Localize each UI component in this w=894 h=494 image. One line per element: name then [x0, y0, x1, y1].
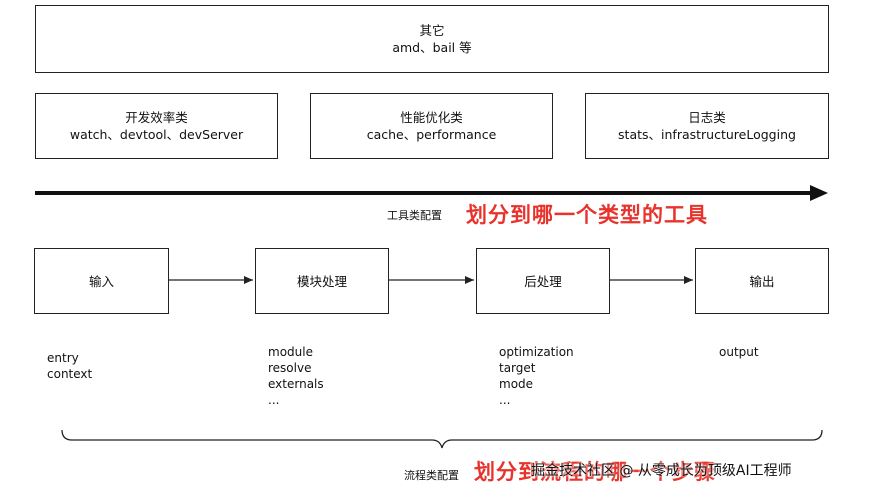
list-item: context — [47, 367, 93, 381]
tool-axis-arrowhead — [810, 185, 828, 201]
post-options-list: optimization target mode ... — [499, 344, 574, 408]
tool-annotation: 划分到哪一个类型的工具 — [466, 203, 708, 227]
other-config-box: 其它 amd、bail 等 — [35, 5, 829, 73]
flow-step-input-title: 输入 — [88, 273, 114, 289]
watermark: 掘金技术社区 @ 从零成长为顶级AI工程师 — [531, 463, 792, 479]
flow-step-post-title: 后处理 — [524, 273, 562, 289]
flow-step-output: 输出 — [695, 248, 829, 314]
output-options-list: output — [719, 344, 759, 360]
list-item: module — [268, 345, 313, 359]
list-item: output — [719, 345, 759, 359]
dev-efficiency-title: 开发效率类 — [125, 110, 188, 125]
logging-box: 日志类 stats、infrastructureLogging — [585, 93, 829, 159]
logging-subtitle: stats、infrastructureLogging — [618, 127, 796, 142]
flow-config-caption: 流程类配置 — [404, 469, 459, 482]
other-config-title: 其它 — [419, 23, 445, 38]
dev-efficiency-subtitle: watch、devtool、devServer — [69, 127, 244, 142]
list-item: resolve — [268, 361, 312, 375]
performance-title: 性能优化类 — [400, 110, 463, 125]
module-options-list: module resolve externals ... — [268, 344, 324, 408]
list-item: externals — [268, 377, 324, 391]
performance-subtitle: cache、performance — [366, 127, 497, 142]
list-item: ... — [499, 393, 511, 407]
flow-step-module: 模块处理 — [255, 248, 389, 314]
flow-step-module-title: 模块处理 — [296, 273, 347, 289]
flow-brace — [61, 429, 823, 449]
list-item: target — [499, 361, 536, 375]
list-item: mode — [499, 377, 534, 391]
input-options-list: entry context — [47, 350, 92, 382]
tool-config-caption: 工具类配置 — [387, 209, 442, 222]
performance-box: 性能优化类 cache、performance — [310, 93, 553, 159]
flow-step-output-title: 输出 — [749, 273, 775, 289]
list-item: ... — [268, 393, 280, 407]
list-item: optimization — [499, 345, 574, 359]
dev-efficiency-box: 开发效率类 watch、devtool、devServer — [35, 93, 278, 159]
flow-step-input: 输入 — [34, 248, 169, 314]
flow-annotation: 划分到流程的哪一个步骤 — [474, 460, 716, 484]
logging-title: 日志类 — [688, 110, 726, 125]
other-config-subtitle: amd、bail 等 — [392, 40, 472, 55]
list-item: entry — [47, 351, 79, 365]
flow-step-post: 后处理 — [476, 248, 610, 314]
